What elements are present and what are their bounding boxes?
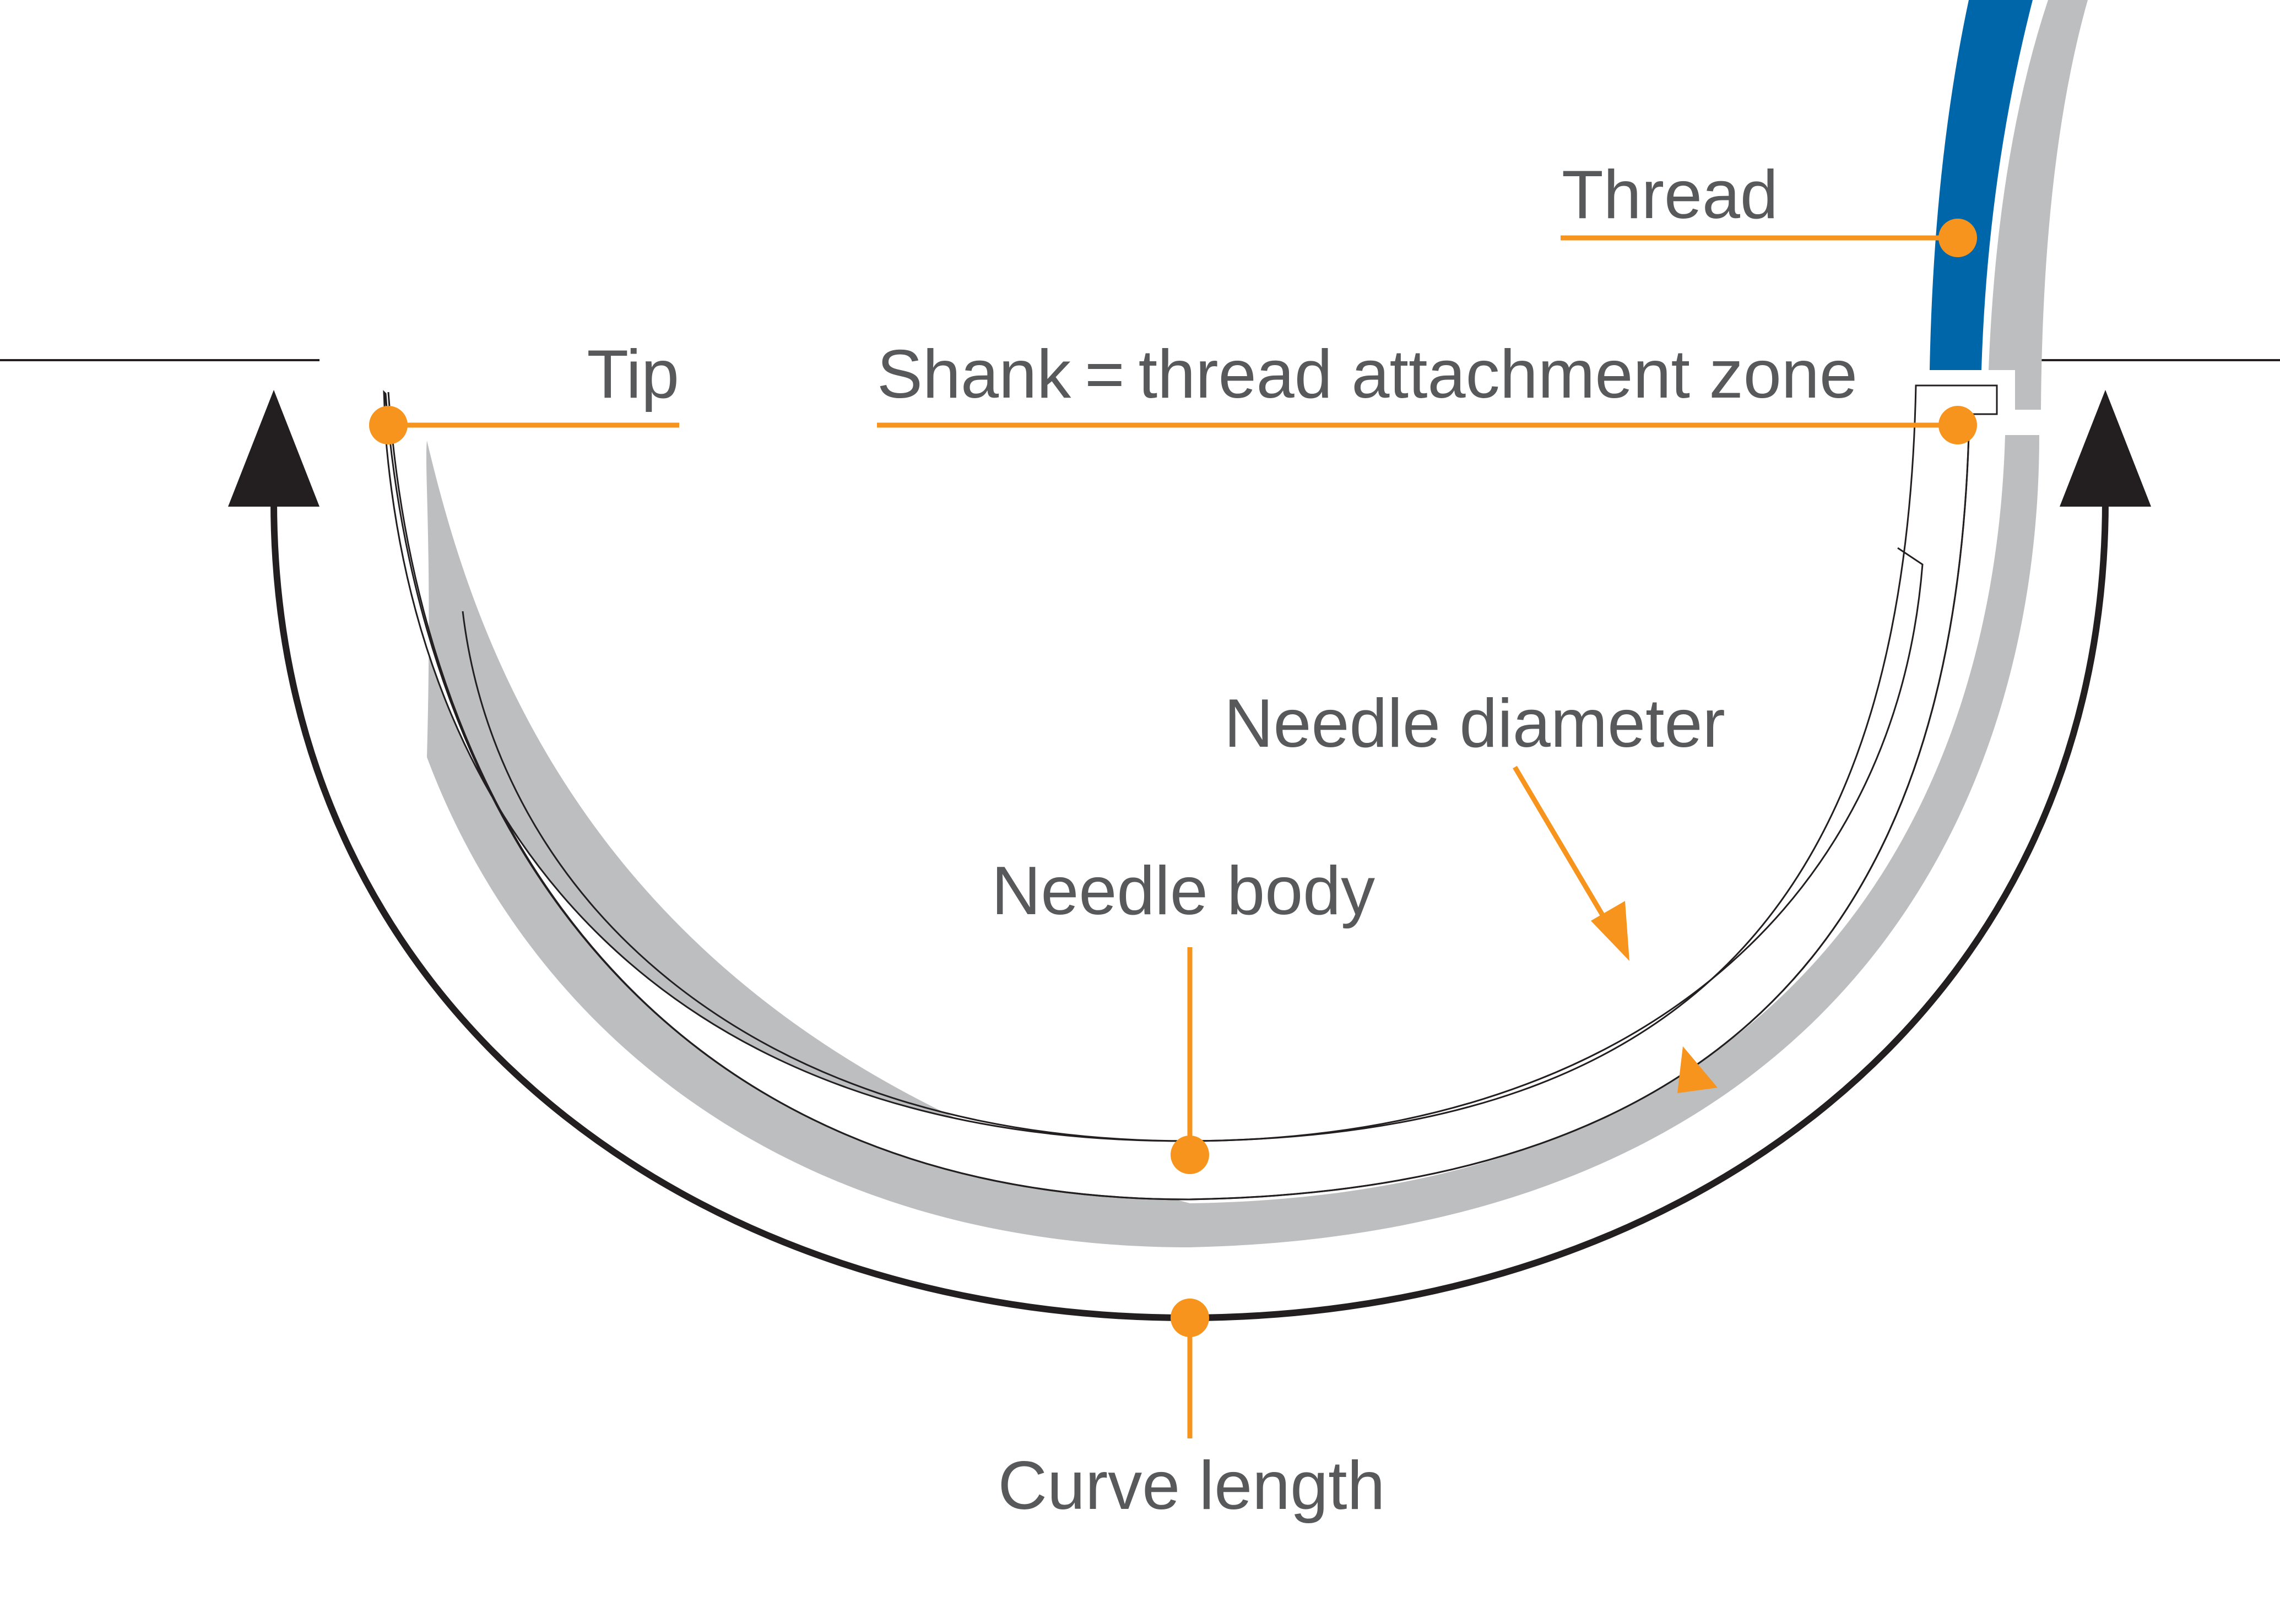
- arc-arrowhead-left: [228, 390, 319, 507]
- thread-marker: [1938, 219, 1977, 257]
- callouts: [369, 219, 1977, 1438]
- thread-shadow: [1989, 0, 2088, 410]
- tip-label: Tip: [587, 336, 679, 412]
- thread-label: Thread: [1562, 157, 1778, 233]
- arc-arrowhead-right: [2060, 390, 2151, 507]
- shank-marker: [1938, 406, 1977, 444]
- needle-diameter-arrowhead-inner: [1591, 901, 1629, 961]
- shank-label: Shank = thread attachment zone: [877, 336, 1857, 412]
- curve-length-marker: [1171, 1299, 1209, 1337]
- tip-point: [383, 392, 388, 408]
- thread-strand: [1930, 0, 2033, 370]
- needle-diameter-leader-line: [1513, 765, 1611, 927]
- needle-body-label: Needle body: [992, 853, 1375, 929]
- thread: [1930, 0, 2088, 410]
- needle-body-outer-edge: [387, 392, 1970, 1201]
- labels: Thread Tip Shank = thread attachment zon…: [587, 157, 1857, 1524]
- curve-length-label: Curve length: [998, 1448, 1385, 1524]
- needle-body-marker: [1171, 1136, 1209, 1174]
- needle-diameter-arrowhead-outer: [1677, 1046, 1718, 1093]
- needle-diameter-label: Needle diameter: [1224, 686, 1725, 762]
- tip-marker: [369, 406, 408, 444]
